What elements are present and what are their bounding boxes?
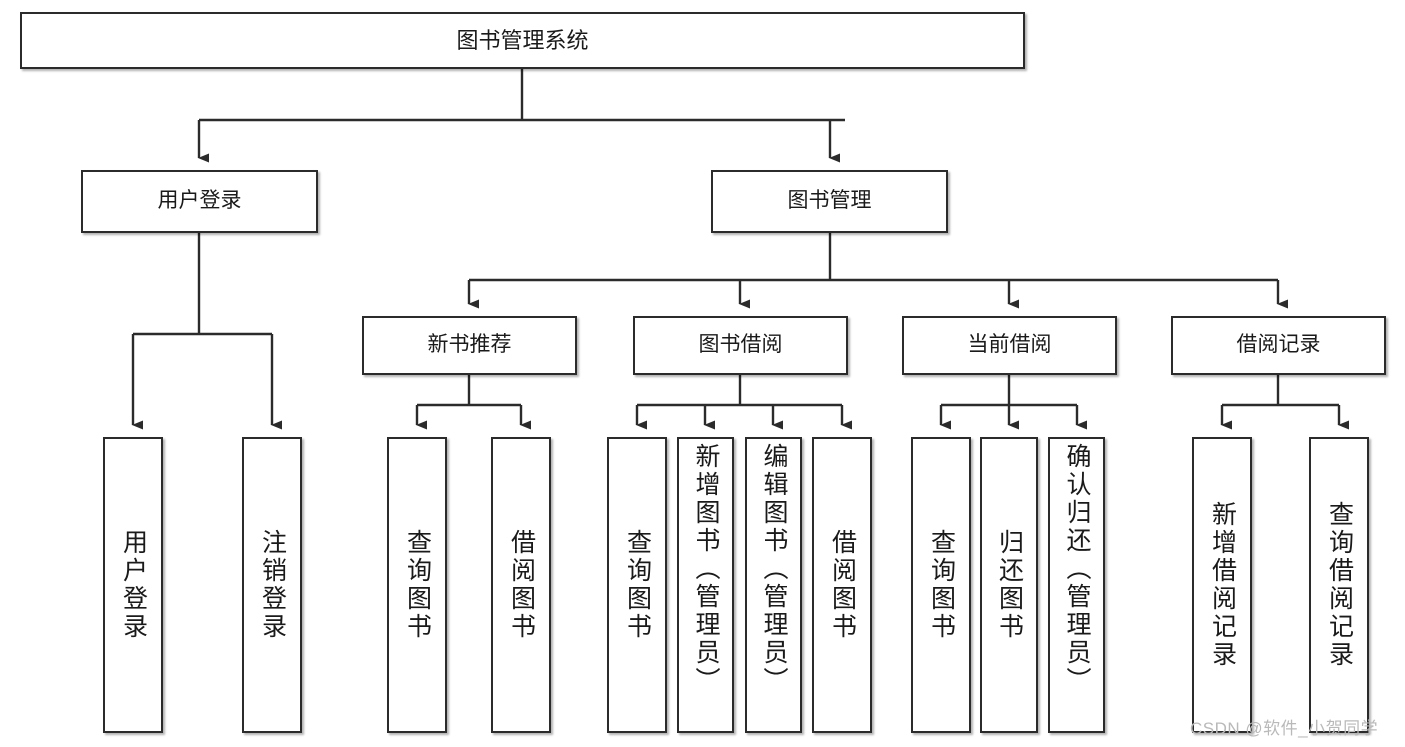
node-current-borrow[interactable]: 当前借阅 xyxy=(902,316,1117,375)
node-label: 编辑图书（管理员） xyxy=(760,443,788,695)
node-label: 借阅图书 xyxy=(507,529,536,641)
node-book-manage[interactable]: 图书管理 xyxy=(711,170,948,233)
node-label: 新增借阅记录 xyxy=(1208,501,1237,669)
node-label: 借阅记录 xyxy=(1236,333,1321,357)
node-label: 新书推荐 xyxy=(427,333,512,357)
node-label: 归还图书 xyxy=(995,529,1024,641)
node-leaf-edit-book[interactable]: 编辑图书（管理员） xyxy=(745,437,802,733)
node-leaf-query-book-current[interactable]: 查询图书 xyxy=(911,437,971,733)
node-label: 查询图书 xyxy=(403,529,432,641)
node-leaf-query-book-recommend[interactable]: 查询图书 xyxy=(387,437,447,733)
node-label: 注销登录 xyxy=(258,529,287,641)
node-label: 查询借阅记录 xyxy=(1325,501,1354,669)
node-label: 新增图书（管理员） xyxy=(692,443,720,695)
node-leaf-borrow-book-recommend[interactable]: 借阅图书 xyxy=(491,437,551,733)
node-label: 用户登录 xyxy=(157,189,242,213)
node-leaf-confirm-return[interactable]: 确认归还（管理员） xyxy=(1048,437,1105,733)
node-book-borrow[interactable]: 图书借阅 xyxy=(633,316,848,375)
node-label: 借阅图书 xyxy=(828,529,857,641)
node-label: 确认归还（管理员） xyxy=(1063,443,1091,695)
node-new-book-recommend[interactable]: 新书推荐 xyxy=(362,316,577,375)
node-leaf-user-login[interactable]: 用户登录 xyxy=(103,437,163,733)
node-leaf-add-book[interactable]: 新增图书（管理员） xyxy=(677,437,734,733)
node-label: 用户登录 xyxy=(119,529,148,641)
node-label: 图书管理系统 xyxy=(456,27,589,53)
node-label: 查询图书 xyxy=(623,529,652,641)
node-label: 图书借阅 xyxy=(698,333,783,357)
node-root-book-management-system[interactable]: 图书管理系统 xyxy=(20,12,1025,69)
node-label: 查询图书 xyxy=(927,529,956,641)
node-label: 图书管理 xyxy=(787,189,872,213)
node-leaf-borrow-book[interactable]: 借阅图书 xyxy=(812,437,872,733)
node-leaf-query-borrow-record[interactable]: 查询借阅记录 xyxy=(1309,437,1369,733)
node-label: 当前借阅 xyxy=(967,333,1052,357)
node-leaf-logout-login[interactable]: 注销登录 xyxy=(242,437,302,733)
node-leaf-return-book[interactable]: 归还图书 xyxy=(980,437,1038,733)
node-borrow-record[interactable]: 借阅记录 xyxy=(1171,316,1386,375)
node-leaf-query-book-borrow[interactable]: 查询图书 xyxy=(607,437,667,733)
node-user-login[interactable]: 用户登录 xyxy=(81,170,318,233)
node-leaf-add-borrow-record[interactable]: 新增借阅记录 xyxy=(1192,437,1252,733)
